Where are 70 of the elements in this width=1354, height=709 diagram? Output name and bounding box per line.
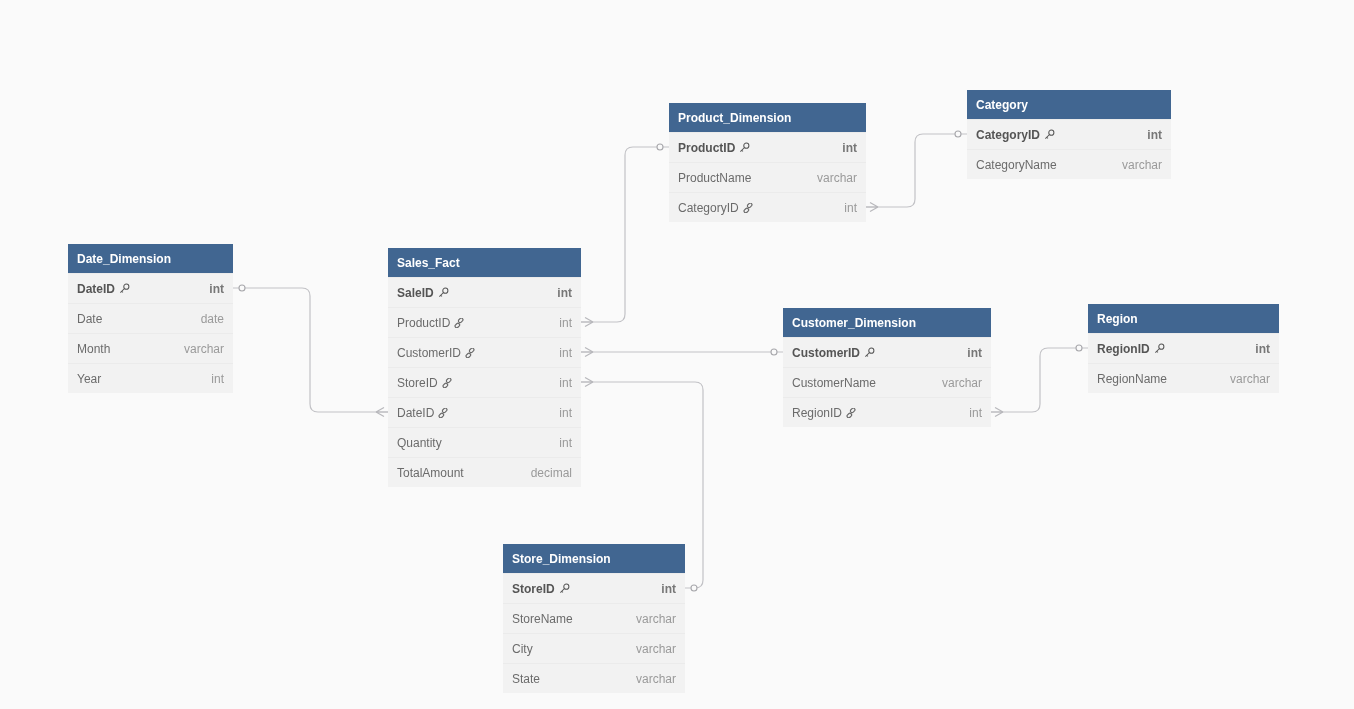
field-type: int — [559, 374, 572, 392]
field-name: CustomerName — [792, 374, 877, 392]
field-type: int — [559, 404, 572, 422]
field-type: varchar — [817, 169, 857, 187]
relationship-line — [990, 344, 1089, 418]
table-header: Category — [967, 90, 1171, 119]
table-card — [503, 544, 685, 693]
table-header: Product_Dimension — [669, 103, 866, 132]
field-type: int — [211, 370, 224, 388]
field-name: StoreName — [512, 610, 573, 628]
field-name: Date — [77, 310, 103, 328]
field-name: ProductName — [678, 169, 752, 187]
field-type: varchar — [942, 374, 982, 392]
table-card — [783, 308, 991, 427]
table-card — [967, 90, 1171, 179]
table-card — [1088, 304, 1279, 393]
relationship-line — [580, 346, 784, 358]
field-type: int — [969, 404, 982, 422]
field-type: varchar — [636, 640, 676, 658]
table-header: Region — [1088, 304, 1279, 333]
field-name: Month — [77, 340, 111, 358]
field-type: varchar — [1122, 156, 1162, 174]
field-name: Quantity — [397, 434, 442, 452]
field-name: Year — [77, 370, 102, 388]
field-name: DateID — [77, 280, 115, 298]
field-type: int — [1255, 340, 1270, 358]
field-name: CustomerID — [397, 344, 461, 362]
field-name: DateID — [397, 404, 435, 422]
field-type: decimal — [530, 464, 572, 482]
table-header: Sales_Fact — [388, 248, 581, 277]
field-type: int — [209, 280, 224, 298]
field-type: int — [842, 139, 857, 157]
field-name: RegionID — [1097, 340, 1150, 358]
relationship-line — [865, 130, 968, 213]
field-name: CategoryID — [678, 199, 739, 217]
field-name: StoreID — [397, 374, 438, 392]
field-name: City — [512, 640, 533, 658]
table-header: Store_Dimension — [503, 544, 685, 573]
relationship-line — [580, 143, 670, 328]
table-card — [669, 103, 866, 222]
field-type: int — [844, 199, 857, 217]
table-card — [68, 244, 233, 393]
field-type: varchar — [184, 340, 224, 358]
field-type: int — [559, 344, 572, 362]
field-name: SaleID — [397, 284, 434, 302]
field-type: int — [559, 314, 572, 332]
relationship-line — [580, 376, 704, 592]
field-name: CustomerID — [792, 344, 860, 362]
table-card — [388, 248, 581, 487]
field-name: RegionID — [792, 404, 843, 422]
field-type: varchar — [1230, 370, 1270, 388]
field-name: State — [512, 670, 541, 688]
table-header: Customer_Dimension — [783, 308, 991, 337]
field-type: int — [967, 344, 982, 362]
field-type: int — [661, 580, 676, 598]
field-name: ProductID — [678, 139, 736, 157]
field-name: ProductID — [397, 314, 451, 332]
field-type: int — [1147, 126, 1162, 144]
field-type: varchar — [636, 610, 676, 628]
field-name: StoreID — [512, 580, 555, 598]
field-name: TotalAmount — [397, 464, 464, 482]
field-name: RegionName — [1097, 370, 1168, 388]
field-type: int — [557, 284, 572, 302]
field-type: date — [200, 310, 224, 328]
field-type: varchar — [636, 670, 676, 688]
table-header: Date_Dimension — [68, 244, 233, 273]
relationship-line — [232, 284, 389, 418]
field-type: int — [559, 434, 572, 452]
field-name: CategoryName — [976, 156, 1057, 174]
field-name: CategoryID — [976, 126, 1040, 144]
